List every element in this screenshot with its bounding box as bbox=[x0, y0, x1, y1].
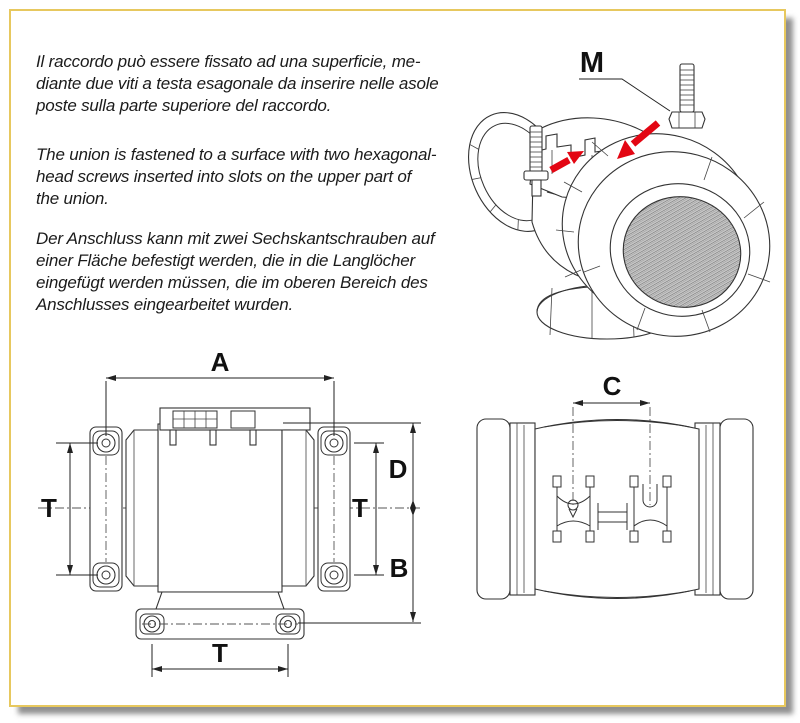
dim-t-bottom-label: T bbox=[212, 638, 228, 668]
dimension-d-b: D B bbox=[283, 422, 421, 624]
dim-d-label: D bbox=[389, 454, 408, 484]
front-view-drawing: A T T D B bbox=[38, 347, 421, 677]
hex-screw-right bbox=[668, 63, 706, 129]
dim-c-label: C bbox=[603, 371, 622, 401]
screw-callout: M bbox=[579, 47, 671, 112]
insert-arrow-left bbox=[549, 151, 584, 174]
insert-arrow-right bbox=[617, 120, 661, 159]
dim-a-label: A bbox=[211, 347, 230, 377]
description-english: The union is fastened to a surface with … bbox=[36, 145, 437, 208]
front-view-body bbox=[89, 407, 351, 640]
top-view-drawing: C bbox=[476, 371, 754, 600]
description-italian: Il raccordo può essere fissato ad una su… bbox=[36, 52, 439, 115]
top-view-body bbox=[476, 418, 754, 600]
dimension-t-right: T bbox=[352, 442, 384, 576]
dimension-t-left: T bbox=[41, 442, 98, 576]
isometric-union-drawing: M bbox=[467, 47, 771, 340]
hex-screw-left bbox=[523, 125, 549, 197]
dimension-a: A bbox=[105, 347, 335, 436]
dimension-c: C bbox=[572, 371, 651, 505]
screw-size-label: M bbox=[580, 47, 604, 79]
description-german: Der Anschluss kann mit zwei Sechskantsch… bbox=[36, 229, 435, 314]
dim-t-left-label: T bbox=[41, 493, 57, 523]
dimension-t-bottom: T bbox=[151, 638, 289, 677]
dim-b-label: B bbox=[390, 553, 409, 583]
right-socket bbox=[555, 133, 771, 337]
dim-t-right-label: T bbox=[352, 493, 368, 523]
